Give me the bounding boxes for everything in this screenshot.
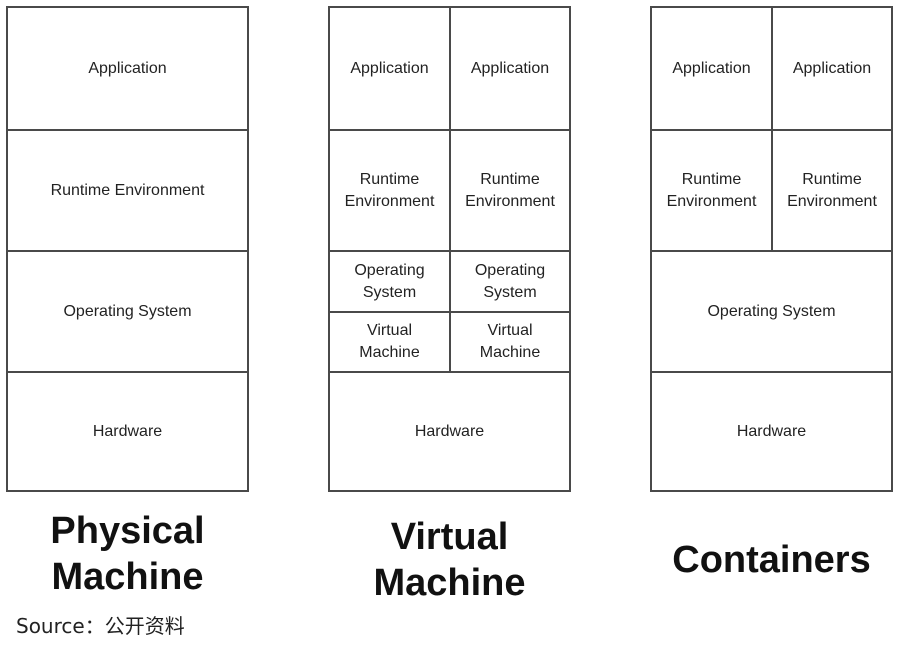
vm-virtual-machine-right-line2: Machine (479, 344, 541, 361)
ct-application-left: Application (652, 8, 773, 129)
ct-application-left-label: Application (672, 59, 751, 77)
physical-hardware-label: Hardware (92, 422, 163, 440)
virtual-caption-line1: Virtual (390, 516, 509, 558)
vm-runtime-right-label: Runtime Environment (465, 169, 555, 213)
vm-runtime-left-label: Runtime Environment (345, 169, 435, 213)
vm-virtual-machine-right: Virtual Machine (451, 311, 569, 371)
containers-caption: Containers (650, 537, 893, 583)
physical-runtime-layer: Runtime Environment (8, 129, 247, 250)
physical-caption-line2: Machine (51, 556, 204, 598)
vm-os-left-label: Operating System (354, 260, 424, 304)
ct-runtime-left: Runtime Environment (652, 129, 773, 250)
physical-os-label: Operating System (63, 302, 192, 320)
vm-virtual-machine-left-line2: Machine (359, 344, 420, 361)
vm-runtime-left-line1: Runtime (359, 170, 420, 188)
physical-machine-stack: Application Runtime Environment Operatin… (6, 6, 249, 492)
vm-application-right: Application (451, 8, 569, 129)
physical-caption-line1: Physical (50, 510, 205, 552)
containers-stack: Application Application Runtime Environm… (650, 6, 893, 492)
vm-virtual-machine-left-label: Virtual Machine (359, 320, 419, 364)
ct-os-label: Operating System (707, 302, 836, 320)
ct-hardware-label: Hardware (736, 422, 807, 440)
source-note: Source：公开资料 (16, 614, 185, 638)
physical-hardware-layer: Hardware (8, 371, 247, 490)
ct-runtime-left-line2: Environment (666, 192, 757, 210)
vm-os-left-line2: System (362, 283, 417, 301)
physical-application-layer: Application (8, 8, 247, 129)
virtual-machine-stack: Application Application Runtime Environm… (328, 6, 571, 492)
vm-runtime-right-line1: Runtime (480, 170, 540, 188)
vm-virtual-machine-right-label: Virtual Machine (480, 320, 540, 364)
ct-application-right-label: Application (792, 59, 872, 77)
vm-runtime-left-line2: Environment (344, 192, 435, 210)
virtual-caption-line2: Machine (373, 562, 526, 604)
vm-runtime-right: Runtime Environment (451, 129, 569, 250)
vm-runtime-right-line2: Environment (465, 192, 555, 210)
physical-runtime-label: Runtime Environment (50, 181, 205, 199)
vm-virtual-machine-left-line1: Virtual (366, 322, 413, 339)
ct-os-layer: Operating System (652, 250, 891, 371)
ct-runtime-right-line2: Environment (787, 192, 877, 210)
ct-hardware-layer: Hardware (652, 371, 891, 490)
vm-application-right-label: Application (470, 59, 550, 77)
ct-application-right: Application (773, 8, 891, 129)
vm-os-right-line1: Operating (474, 261, 546, 279)
ct-runtime-right-label: Runtime Environment (787, 169, 877, 213)
virtual-machine-caption: Virtual Machine (328, 514, 571, 606)
ct-runtime-right-line1: Runtime (802, 170, 862, 188)
vm-hardware-label: Hardware (414, 422, 485, 440)
vm-runtime-left: Runtime Environment (330, 129, 451, 250)
vm-application-left: Application (330, 8, 451, 129)
vm-os-right-line2: System (483, 283, 537, 301)
vm-os-right-label: Operating System (475, 260, 545, 304)
vm-virtual-machine-left: Virtual Machine (330, 311, 451, 371)
vm-hardware-layer: Hardware (330, 371, 569, 490)
physical-application-label: Application (88, 59, 167, 77)
containers-caption-text: Containers (672, 539, 871, 581)
vm-os-left: Operating System (330, 250, 451, 311)
ct-runtime-left-line1: Runtime (681, 170, 742, 188)
ct-runtime-left-label: Runtime Environment (667, 169, 757, 213)
physical-os-layer: Operating System (8, 250, 247, 371)
vm-os-left-line1: Operating (354, 261, 425, 279)
vm-os-right: Operating System (451, 250, 569, 311)
vm-application-left-label: Application (350, 59, 429, 77)
physical-machine-caption: Physical Machine (6, 508, 249, 600)
ct-runtime-right: Runtime Environment (773, 129, 891, 250)
vm-virtual-machine-right-line1: Virtual (487, 322, 533, 339)
